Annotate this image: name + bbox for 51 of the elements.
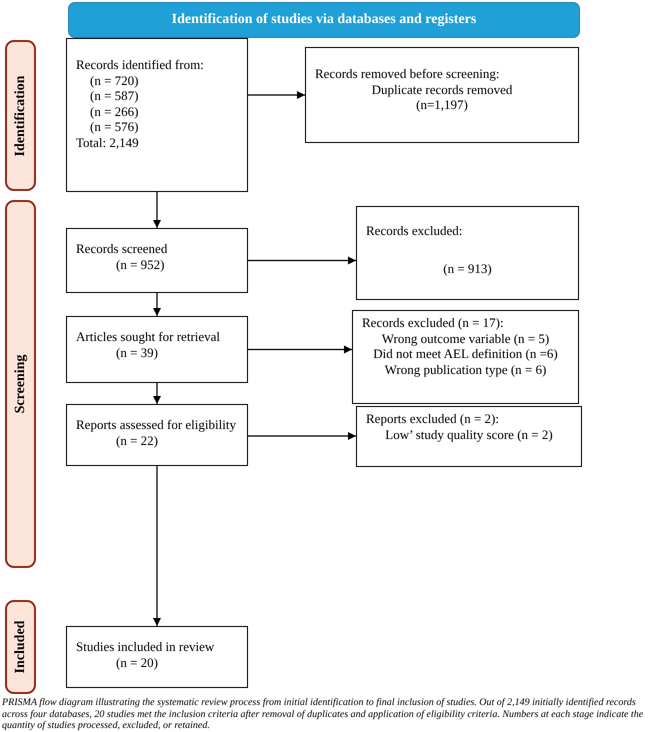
box-text: Articles sought for retrieval <box>76 329 222 344</box>
process-box <box>66 228 248 293</box>
box-text: (n=1,197) <box>415 97 469 112</box>
figure-caption: PRISMA flow diagram illustrating the systematic review process from initial identification to final inclusion of studies. Out of 2,149 initially identified records across four databases, 20 studies met the inclusion criteria after removal of duplicates and application of eligibility criteria. Numbers at each stage indicate the quantity of studies processed, excluded, or retained. <box>2 697 644 732</box>
box-text: (n = 266) <box>89 104 140 119</box>
process-box <box>66 404 248 466</box>
arrow <box>153 293 161 316</box>
process-box <box>356 206 579 300</box>
header-banner <box>68 2 580 38</box>
arrow <box>248 346 352 354</box>
phase-label <box>5 40 36 191</box>
box-text: Records identified from: <box>76 57 205 72</box>
box-text: (n = 20) <box>115 654 159 670</box>
process-box <box>66 316 248 383</box>
box-text: Studies included in review <box>76 639 216 654</box>
box-text: Wrong publication type (n = 6) <box>384 362 548 377</box>
phase-label <box>5 200 36 568</box>
box-text: Screening <box>12 354 28 414</box>
phase-label <box>5 600 36 694</box>
arrow <box>153 466 161 626</box>
box-text: Reports assessed for eligibility <box>76 417 237 432</box>
box-text: Identification of studies via databases and registers <box>172 12 476 28</box>
process-box <box>305 47 579 143</box>
box-text: Total: 2,149 <box>76 134 140 150</box>
box-text: (n = 576) <box>89 119 140 134</box>
arrow <box>248 432 356 440</box>
box-text: Included <box>12 620 28 674</box>
arrow <box>153 383 161 404</box>
box-text: Did not meet AEL definition (n =6) <box>372 346 559 362</box>
box-text: Records excluded: <box>366 223 464 238</box>
box-text: Identification <box>12 75 28 156</box>
box-text: Duplicate records removed <box>370 82 514 97</box>
box-text: Reports excluded (n = 2): <box>366 411 500 426</box>
box-text: Records removed before screening: <box>315 66 500 82</box>
box-text: (n = 952) <box>115 256 166 272</box>
box-text: Low’ study quality score (n = 2) <box>384 426 554 442</box>
process-box <box>352 310 579 404</box>
box-text: Records screened <box>76 241 168 256</box>
process-box <box>356 406 582 467</box>
process-box <box>66 626 248 688</box>
box-text: Wrong outcome variable (n = 5) <box>380 330 550 346</box>
arrow <box>153 192 161 228</box>
arrow <box>248 256 356 264</box>
box-text: Records excluded (n = 17): <box>362 315 505 330</box>
box-text: (n = 587) <box>89 88 140 104</box>
process-box <box>66 38 248 192</box>
arrow <box>248 91 305 99</box>
box-text: (n = 913) <box>442 260 493 276</box>
box-text: (n = 720) <box>89 72 140 88</box>
box-text: (n = 22) <box>115 432 159 448</box>
box-text: (n = 39) <box>115 344 159 360</box>
